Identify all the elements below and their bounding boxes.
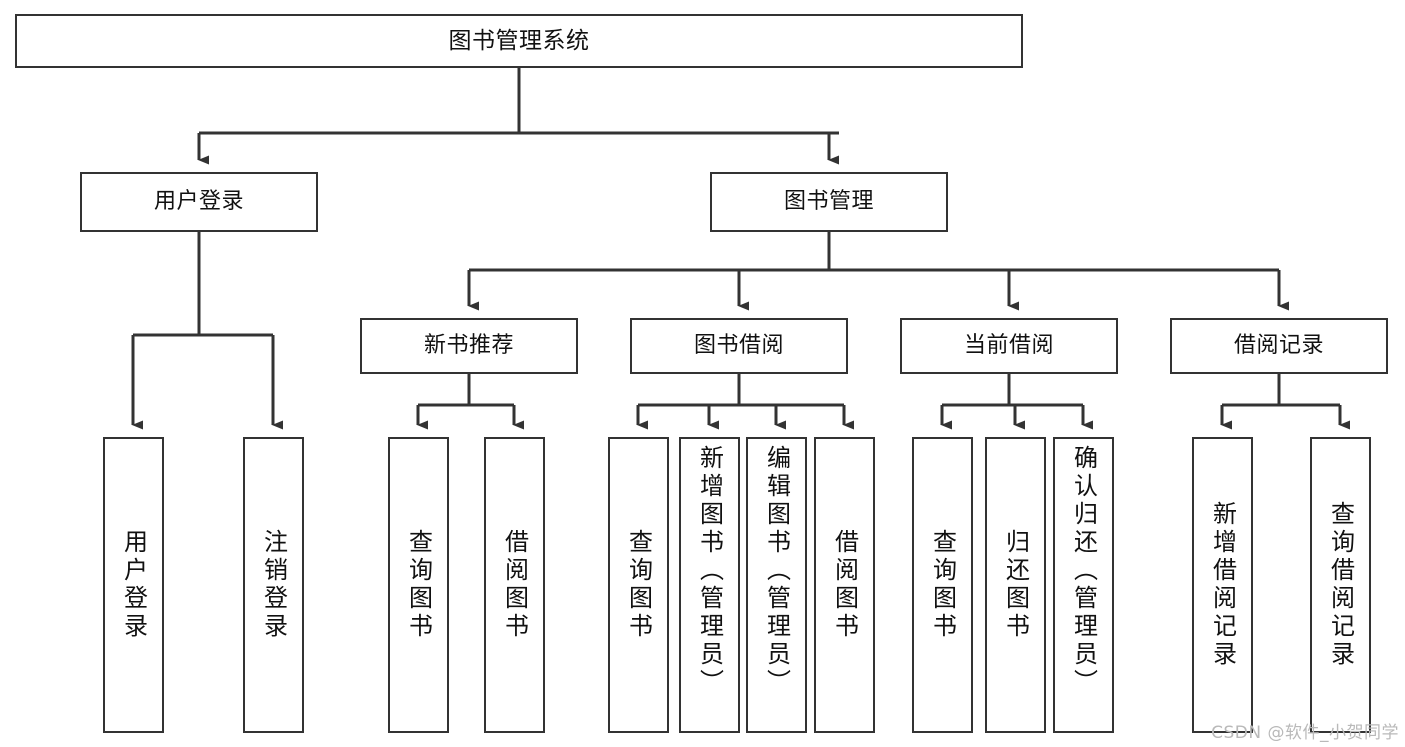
node-book-borrow-label: 图书借阅 <box>693 333 784 359</box>
node-leaf-add-record[interactable]: 新增借阅记录 <box>1192 437 1253 733</box>
node-leaf-confirm-return[interactable]: 确认归还（管理员） <box>1053 437 1114 733</box>
node-book-borrow[interactable]: 图书借阅 <box>630 318 848 374</box>
node-leaf-logout[interactable]: 注销登录 <box>243 437 304 733</box>
node-leaf-add-book-label: 新增图书（管理员） <box>695 445 724 697</box>
node-leaf-edit-book-label: 编辑图书（管理员） <box>762 445 791 697</box>
node-leaf-user-login-label: 用户登录 <box>119 529 148 641</box>
node-current-borrow[interactable]: 当前借阅 <box>900 318 1118 374</box>
node-root[interactable]: 图书管理系统 <box>15 14 1023 68</box>
node-current-borrow-label: 当前借阅 <box>963 333 1054 359</box>
node-leaf-borrow-book-2[interactable]: 借阅图书 <box>814 437 875 733</box>
node-leaf-return-book[interactable]: 归还图书 <box>985 437 1046 733</box>
node-leaf-query-book-2-label: 查询图书 <box>624 529 653 641</box>
watermark-text: CSDN @软件_小贺同学 <box>1211 723 1399 743</box>
node-borrow-record-label: 借阅记录 <box>1233 333 1324 359</box>
node-leaf-query-book-3-label: 查询图书 <box>928 529 957 641</box>
node-leaf-confirm-return-label: 确认归还（管理员） <box>1069 445 1098 697</box>
node-leaf-edit-book[interactable]: 编辑图书（管理员） <box>746 437 807 733</box>
node-leaf-user-login[interactable]: 用户登录 <box>103 437 164 733</box>
node-leaf-query-record[interactable]: 查询借阅记录 <box>1310 437 1371 733</box>
node-leaf-borrow-book-1-label: 借阅图书 <box>500 529 529 641</box>
node-user-login-label: 用户登录 <box>153 189 244 215</box>
node-book-manage[interactable]: 图书管理 <box>710 172 948 232</box>
node-leaf-query-record-label: 查询借阅记录 <box>1326 501 1355 669</box>
node-new-book-rec[interactable]: 新书推荐 <box>360 318 578 374</box>
node-leaf-borrow-book-2-label: 借阅图书 <box>830 529 859 641</box>
node-leaf-query-book-1-label: 查询图书 <box>404 529 433 641</box>
node-leaf-return-book-label: 归还图书 <box>1001 529 1030 641</box>
node-leaf-logout-label: 注销登录 <box>259 529 288 641</box>
node-leaf-query-book-3[interactable]: 查询图书 <box>912 437 973 733</box>
node-leaf-add-record-label: 新增借阅记录 <box>1208 501 1237 669</box>
node-borrow-record[interactable]: 借阅记录 <box>1170 318 1388 374</box>
node-leaf-add-book[interactable]: 新增图书（管理员） <box>679 437 740 733</box>
node-leaf-query-book-1[interactable]: 查询图书 <box>388 437 449 733</box>
node-root-label: 图书管理系统 <box>448 27 590 54</box>
node-leaf-query-book-2[interactable]: 查询图书 <box>608 437 669 733</box>
node-book-manage-label: 图书管理 <box>783 189 874 215</box>
node-leaf-borrow-book-1[interactable]: 借阅图书 <box>484 437 545 733</box>
node-new-book-rec-label: 新书推荐 <box>423 333 514 359</box>
node-user-login[interactable]: 用户登录 <box>80 172 318 232</box>
